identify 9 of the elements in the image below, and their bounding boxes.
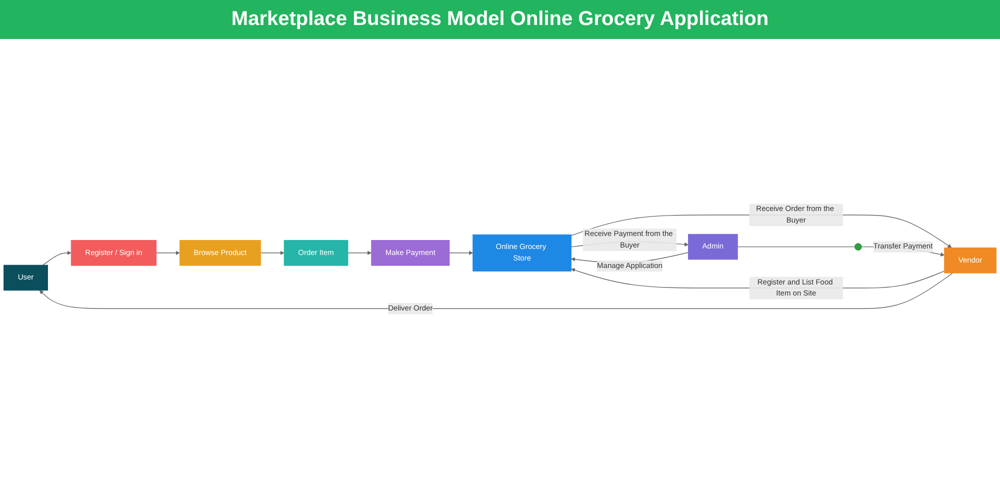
title: Marketplace Business Model Online Grocery Application [0,0,1000,39]
arrow [449,250,474,255]
node-circle [854,243,862,251]
arrow [42,250,72,266]
arrow [156,250,180,255]
connector [737,246,855,248]
arrow [260,250,284,255]
arrow [348,250,372,255]
arrow [39,272,953,309]
